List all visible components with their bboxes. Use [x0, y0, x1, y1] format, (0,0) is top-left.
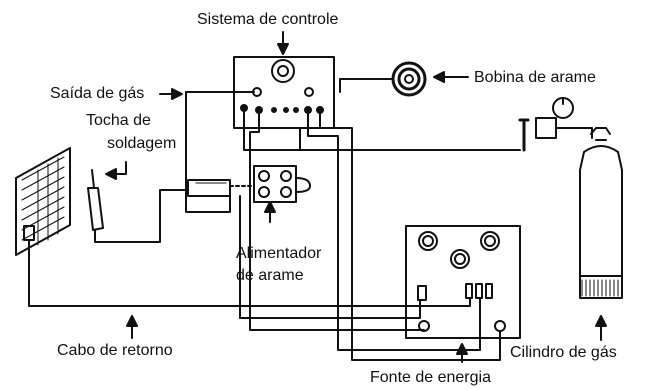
power-source-label: Fonte de energia [370, 369, 491, 386]
wire-spool-arrow [433, 71, 469, 83]
wire-feeder-label-line1: Alimentador [236, 245, 322, 262]
gas-cylinder [579, 127, 623, 299]
wire-spool-icon [391, 61, 427, 97]
return-cable-label: Cabo de retorno [57, 342, 173, 359]
return-cable-arrow [126, 315, 138, 339]
gas-cylinder-arrow [595, 315, 607, 341]
control-system-label: Sistema de controle [197, 11, 339, 28]
cables [28, 78, 521, 361]
wire-feeder-arrow [264, 201, 276, 223]
gas-cylinder-label: Cilindro de gás [510, 344, 617, 361]
torch-label-line2: soldagem [107, 135, 177, 152]
workpiece-plate [15, 147, 71, 256]
torch-arrow [105, 161, 127, 180]
gas-outlet-label: Saída de gás [50, 85, 145, 102]
gas-outlet-arrow [159, 88, 183, 100]
power-source-box [405, 225, 521, 339]
wire-feeder-label-line2: de arame [236, 267, 304, 284]
gas-regulator [518, 97, 593, 152]
wire-spool-label: Bobina de arame [474, 69, 596, 86]
torch-label-line1: Tocha de [86, 112, 151, 129]
control-system-arrow [277, 31, 289, 55]
welding-torch-icon [87, 169, 104, 231]
